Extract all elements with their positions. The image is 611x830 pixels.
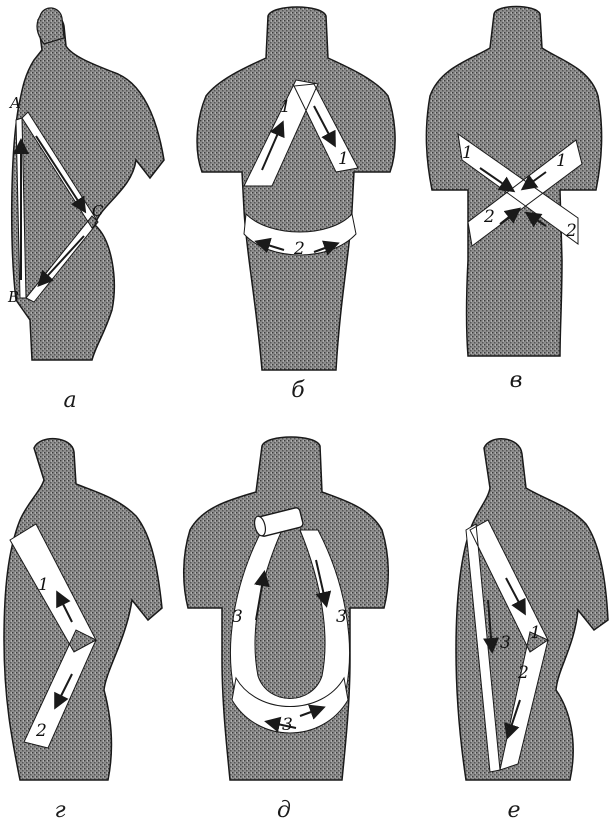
caption-d: д (254, 800, 314, 822)
torso-front-b (197, 7, 395, 370)
caption-b: б (268, 380, 328, 402)
panel-d: 3 3 3 (184, 437, 389, 780)
point-label-c: C (92, 202, 104, 220)
num-d-2: 3 (336, 607, 347, 627)
torso-side-g (4, 439, 162, 780)
panel-a: A C B (7, 8, 164, 360)
num-g-1: 1 (38, 575, 49, 595)
num-g-2: 2 (35, 721, 47, 741)
num-v-1: 1 (462, 143, 473, 163)
head-a (37, 8, 64, 44)
num-v-4: 2 (565, 221, 577, 241)
panel-b: 1 1 2 (197, 7, 395, 370)
point-label-a: A (8, 94, 21, 112)
num-b-2: 1 (338, 149, 349, 169)
num-e-3: 2 (517, 663, 529, 683)
caption-g: г (30, 800, 90, 822)
num-d-3: 3 (282, 715, 293, 735)
num-v-2: 1 (556, 151, 567, 171)
num-e-1: 3 (500, 633, 511, 653)
caption-v: в (486, 370, 546, 392)
num-v-3: 2 (483, 207, 495, 227)
point-label-b: B (7, 288, 19, 306)
caption-e: е (484, 800, 544, 822)
panel-g: 1 2 (4, 439, 162, 780)
num-b-3: 2 (293, 239, 305, 259)
num-b-1: 1 (280, 97, 291, 117)
torso-side-a (12, 14, 164, 360)
caption-a: а (40, 390, 100, 412)
num-e-2: 1 (530, 623, 541, 643)
panel-e: 3 1 2 (456, 439, 608, 780)
num-d-1: 3 (232, 607, 243, 627)
panel-v: 1 1 2 2 (426, 7, 601, 357)
